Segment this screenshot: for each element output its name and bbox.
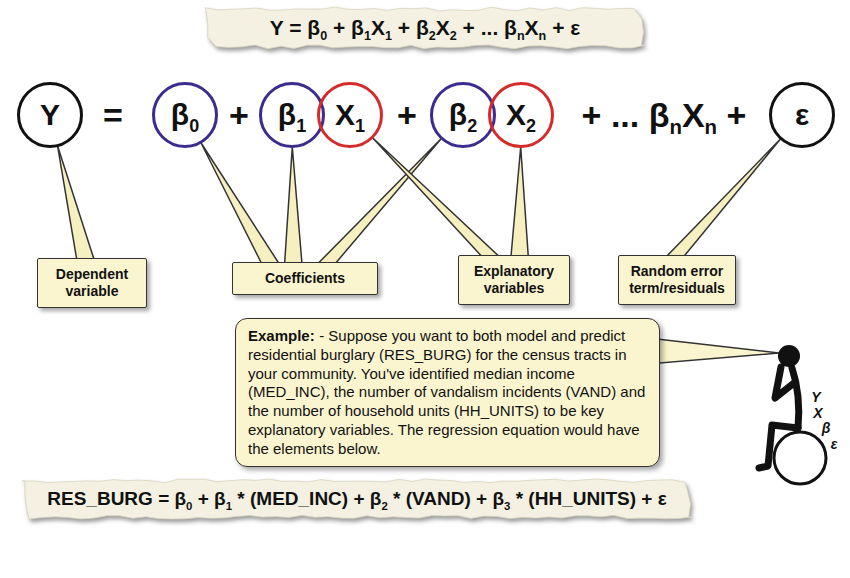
paper-edge: [205, 7, 645, 49]
callout-pointer: [511, 147, 529, 261]
coefficient-circle: β2: [430, 82, 496, 148]
symbol-text: X1: [335, 98, 365, 132]
symbol-text: X2: [506, 98, 536, 132]
circle-ring: [319, 84, 382, 147]
symbol-letter: Y: [811, 389, 820, 405]
callout-text: Random error term/residuals: [629, 263, 725, 296]
symbol-text: ε: [795, 98, 809, 132]
arm: [775, 367, 794, 398]
symbol-text: Y: [40, 98, 60, 132]
plus-sign: +: [229, 96, 249, 135]
callout-pointer: [201, 143, 282, 268]
variable-circle: X2: [488, 82, 554, 148]
subscript: 2: [429, 29, 436, 43]
head: [778, 345, 800, 367]
equals-sign: =: [103, 96, 123, 135]
coefficient-circle: β0: [152, 82, 218, 148]
symbol-text: β1: [278, 98, 306, 132]
callout-box: Random error term/residuals: [618, 255, 736, 305]
symbol-text: β0: [171, 98, 199, 132]
example-heading: Example:: [248, 327, 315, 344]
callout-text: Dependent variable: [56, 266, 128, 299]
equation-text: Y = β0 + β1X1 + β2X2 + ... βnXn + ε: [270, 16, 580, 39]
speech-pointer: [648, 338, 779, 364]
subscript: 0: [320, 29, 327, 43]
subscript: n: [539, 29, 547, 43]
variable-circle: X1: [317, 82, 383, 148]
subscript: n: [517, 29, 525, 43]
subscript: 1: [226, 500, 232, 512]
subscript: 2: [526, 116, 536, 136]
coefficient-circle: β1: [259, 82, 325, 148]
circle-ring: [490, 84, 553, 147]
callout-pointer: [284, 147, 302, 268]
equation-banner: Y = β0 + β1X1 + β2X2 + ... βnXn + ε: [205, 6, 645, 50]
torso: [792, 368, 799, 428]
subscript: 0: [189, 116, 199, 136]
subscript: 2: [450, 29, 457, 43]
callout-pointer: [373, 138, 504, 261]
callout-text: Coefficients: [265, 270, 345, 286]
variable-circle: Y: [17, 82, 83, 148]
wheel: [774, 432, 826, 484]
subscript: 2: [381, 500, 387, 512]
subscript: n: [705, 116, 717, 138]
subscript: n: [669, 116, 681, 138]
subscript: 1: [296, 116, 306, 136]
circle-ring: [771, 84, 834, 147]
equation-continuation: + ... βnXn +: [582, 96, 747, 135]
example-equation-banner: RES_BURG = β0 + β1 * (MED_INC) + β2 * (V…: [22, 478, 692, 520]
symbol-text: β2: [449, 98, 477, 132]
callout-pointer: [314, 139, 442, 268]
callout-box: Dependent variable: [37, 258, 147, 308]
paper-edge: [22, 479, 692, 519]
circle-ring: [432, 84, 495, 147]
symbol-letter: β: [822, 420, 831, 436]
circle-ring: [19, 84, 82, 147]
callout-pointer: [662, 139, 781, 261]
callout-box: Explanatory variables: [458, 255, 570, 305]
callout-pointer: [58, 146, 96, 264]
subscript: 3: [504, 500, 510, 512]
callout-text: Explanatory variables: [474, 263, 554, 296]
subscript: 2: [467, 116, 477, 136]
subscript: 0: [186, 500, 192, 512]
circle-ring: [154, 84, 217, 147]
leg: [759, 425, 798, 468]
example-box: Example:- Suppose you want to both model…: [235, 318, 660, 467]
plus-sign: +: [397, 96, 417, 135]
error-circle: ε: [769, 82, 835, 148]
subscript: 1: [385, 29, 392, 43]
equation-text: RES_BURG = β0 + β1 * (MED_INC) + β2 * (V…: [47, 488, 666, 509]
symbol-letter: X: [813, 405, 822, 421]
subscript: 1: [364, 29, 371, 43]
example-text: - Suppose you want to both model and pre…: [248, 327, 645, 457]
stick-figure: [759, 367, 799, 468]
callout-box: Coefficients: [232, 262, 378, 295]
symbol-letter: ε: [831, 436, 838, 452]
circle-ring: [261, 84, 324, 147]
subscript: 1: [355, 116, 365, 136]
